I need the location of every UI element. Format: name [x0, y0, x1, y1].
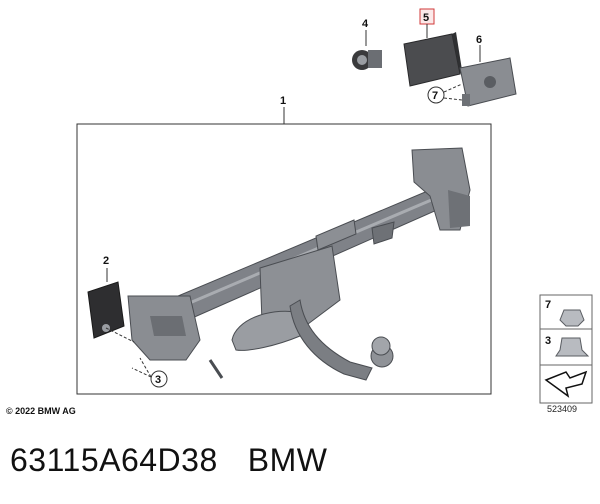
- flange-nut-icon: [555, 337, 590, 357]
- callout-3-circle: [150, 370, 168, 388]
- brand-name: BMW: [247, 442, 328, 478]
- part-number: 63115A64D38: [10, 442, 218, 478]
- gasket-part-2: [87, 281, 125, 339]
- callout-7: 7: [432, 90, 438, 102]
- tow-hitch-drawing: [127, 147, 471, 381]
- callout-2: 2: [103, 255, 109, 267]
- callout-6: 6: [476, 34, 482, 46]
- socket-part-4: [352, 50, 382, 70]
- bracket-part-6: [459, 57, 517, 107]
- callout-4: 4: [362, 18, 369, 30]
- control-module-part-5: [403, 32, 462, 87]
- hardware-legend: 7 3: [539, 294, 593, 404]
- callout-1: 1: [280, 95, 286, 107]
- nut-icon: [559, 309, 585, 327]
- footer: 63115A64D38 BMW: [10, 442, 327, 479]
- reference-number: 523409: [547, 404, 578, 414]
- legend-label-3: 3: [545, 335, 551, 347]
- copyright-text: © 2022 BMW AG: [6, 406, 76, 416]
- direction-arrow-icon: [544, 370, 588, 398]
- callout-3: 3: [155, 374, 161, 386]
- leader-3-dashed: [131, 357, 152, 378]
- callout-5: 5: [423, 12, 429, 24]
- callout-7-circle: [427, 86, 445, 104]
- legend-label-7: 7: [545, 299, 551, 311]
- leader-2-dashed: [105, 327, 135, 343]
- parts-diagram: 1 2 3 4 5: [76, 8, 593, 404]
- leader-7-dashed: [443, 83, 463, 101]
